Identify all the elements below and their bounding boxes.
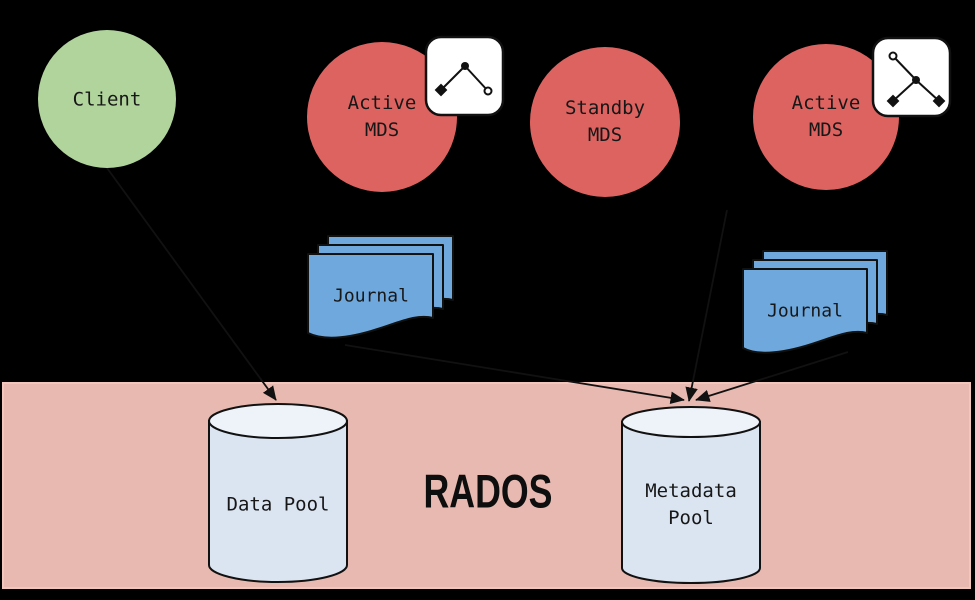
standby-mds-node [530, 47, 680, 197]
subtree-branch-icon-edge-left [892, 79, 917, 102]
active-mds-left-node [307, 42, 457, 192]
arrow-journal-right-to-metadata-pool [695, 351, 849, 402]
subtree-caret-icon-edge-left [440, 65, 466, 91]
subtree-branch-icon-center-dot [912, 76, 920, 84]
data-pool-cylinder-body [208, 420, 348, 583]
data-pool-cylinder-top [208, 403, 348, 439]
client-node [38, 30, 176, 168]
subtree-branch-icon-open-dot [888, 51, 898, 61]
subtree-caret-icon-right-open-dot [483, 86, 493, 96]
subtree-branch-icon [871, 36, 952, 118]
subtree-branch-icon-edge-right [915, 79, 940, 102]
arrow-journal-left-to-metadata-pool [344, 344, 685, 405]
arrow-mds-right-to-metadata-pool [685, 209, 728, 402]
journal-left-stack [307, 235, 454, 339]
journal-right-sheet-front [742, 268, 868, 354]
active-mds-right-node [753, 44, 899, 190]
subtree-caret-icon-frame [424, 35, 505, 117]
journal-left-sheet-front [307, 253, 434, 339]
journal-right-stack [742, 250, 888, 354]
subtree-caret-icon-edge-right [464, 65, 489, 92]
subtree-caret-icon-root-dot [461, 62, 469, 70]
subtree-branch-icon-edge-top [892, 55, 917, 81]
subtree-caret-icon [424, 35, 505, 117]
metadata-pool-cylinder-top [621, 406, 761, 438]
metadata-pool-cylinder-body [621, 421, 761, 584]
arrow-client-to-data-pool [106, 167, 277, 401]
rados-band [2, 382, 971, 589]
subtree-caret-icon-left-diamond [434, 83, 448, 97]
